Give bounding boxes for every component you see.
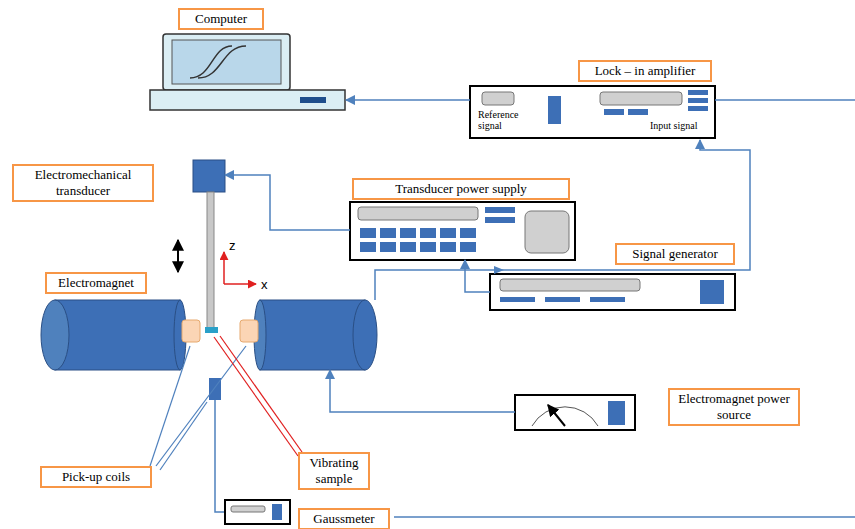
label-box: Electromagnet power source [668, 388, 800, 426]
label-text: Signal generator [621, 246, 729, 262]
label-box: Vibrating sample [298, 452, 370, 490]
instrument-node: Electromagnet [40, 272, 380, 370]
instrument-node: Computer [150, 8, 346, 110]
axis-label: z [229, 238, 243, 253]
instrument-node: Vibrating sample [298, 452, 370, 492]
label-text: Electromagnet [51, 275, 141, 291]
label-text: Electromagnet power source [674, 391, 794, 423]
signal-wires [375, 100, 855, 517]
label-box: Lock – in amplifier [578, 60, 712, 82]
instrument-node: Signal generator [490, 243, 735, 310]
leader-lines [150, 336, 302, 470]
pick-up-coils-drawing [182, 320, 258, 342]
label-text: Pick-up coils [46, 469, 146, 485]
axes-arrows [224, 252, 256, 284]
computer-drawing [150, 34, 345, 110]
port-label: Reference signal [478, 109, 538, 131]
instrument-node: Gaussmeter [225, 490, 392, 527]
instrument-node: Electromechanical transducer [12, 160, 225, 208]
signal-generator-drawing [490, 274, 735, 310]
signal-arrow [330, 370, 515, 412]
label-box: Electromechanical transducer [12, 164, 154, 202]
label-text: Transducer power supply [358, 181, 564, 197]
label-box: Transducer power supply [352, 178, 570, 200]
port-label: Input signal [650, 120, 710, 131]
label-box: Pick-up coils [40, 466, 152, 488]
power-source-drawing [515, 395, 635, 430]
signal-arrow [225, 175, 350, 230]
axis-label: x [261, 277, 275, 292]
transducer-drawing [178, 160, 225, 330]
signal-arrow [346, 99, 470, 101]
gaussmeter-drawing [209, 378, 290, 524]
label-text: Computer [184, 11, 258, 27]
power-supply-drawing [350, 202, 575, 260]
instrument-node: Pick-up coils [40, 466, 152, 488]
lock-in-drawing [470, 86, 715, 138]
label-box: Gaussmeter [298, 508, 390, 529]
label-box: Computer [178, 8, 264, 30]
label-text: Vibrating sample [304, 455, 364, 487]
label-box: Electromagnet [45, 272, 147, 294]
instrument-node: Electromagnet power source [515, 388, 800, 430]
label-text: Electromechanical transducer [18, 167, 148, 199]
label-box: Signal generator [615, 243, 735, 265]
electromagnet-drawing [41, 300, 377, 370]
label-text: Lock – in amplifier [584, 63, 706, 79]
signal-arrow [465, 260, 490, 292]
label-text: Gaussmeter [304, 511, 384, 527]
instrument-node: Transducer power supply [350, 178, 575, 260]
